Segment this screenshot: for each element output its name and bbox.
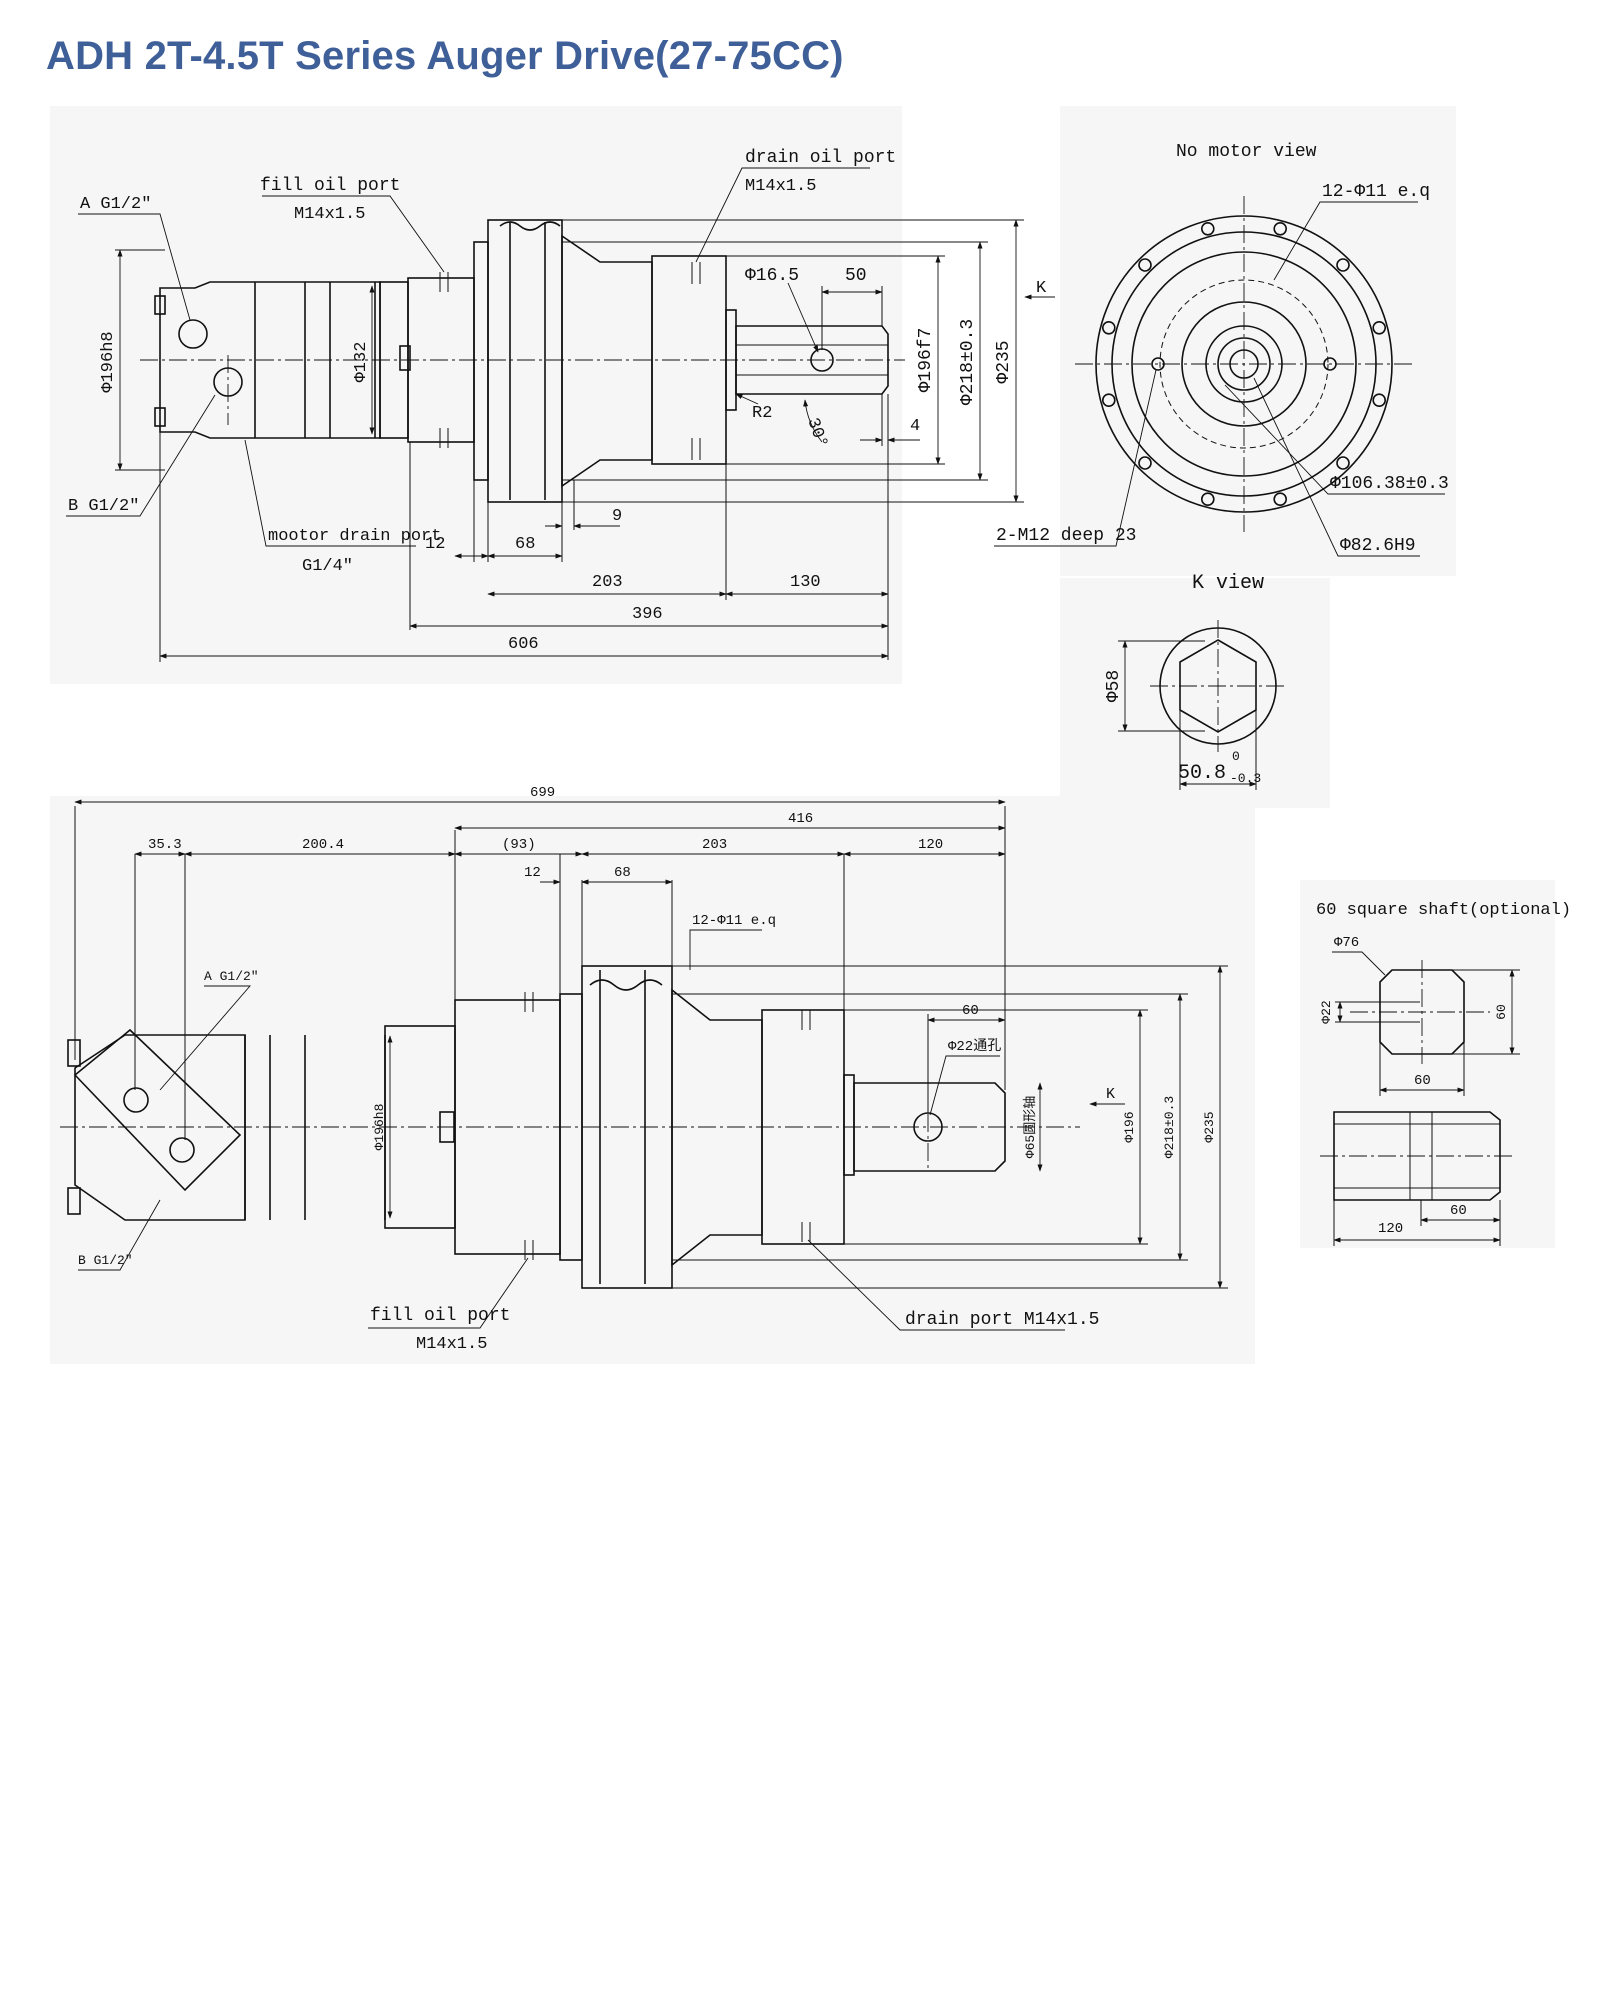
dim-d235: Φ235 <box>1202 1111 1217 1142</box>
dim-60-len: 60 <box>1450 1203 1467 1219</box>
no-motor-view: No motor view 12-Φ11 e.q Φ106.38±0.3 2-M… <box>994 106 1456 576</box>
k-view: K view Φ58 50.8 0 -0.3 <box>1060 572 1330 808</box>
dim-120: 120 <box>918 837 943 853</box>
label-d82: Φ82.6H9 <box>1340 536 1416 556</box>
label-motor-drain-port: mootor drain port <box>268 527 441 546</box>
dim-d196h8: Φ196h8 <box>372 1104 387 1151</box>
dim-416: 416 <box>788 811 813 827</box>
dim-120: 120 <box>1378 1221 1403 1237</box>
dim-12: 12 <box>425 535 445 554</box>
dim-d196h8: Φ196h8 <box>99 331 118 392</box>
label-m12: 2-M12 deep 23 <box>996 526 1136 546</box>
label-square-shaft: 60 square shaft(optional) <box>1316 901 1571 920</box>
dim-50: 50 <box>845 266 867 286</box>
bolt-hole <box>1372 393 1386 408</box>
label-port-a: A G1/2" <box>80 195 151 214</box>
label-port-a: A G1/2" <box>204 969 259 984</box>
main-flange <box>473 219 563 503</box>
dim-606: 606 <box>508 635 539 654</box>
bolt-holes <box>1102 222 1386 507</box>
top-view-background <box>50 106 902 684</box>
bolt-hole <box>1273 492 1287 507</box>
bolt-hole <box>1138 456 1152 470</box>
dim-d132: Φ132 <box>352 342 371 383</box>
bolt-hole <box>1372 320 1386 335</box>
dim-203: 203 <box>702 837 727 853</box>
dim-68: 68 <box>515 535 535 554</box>
dim-9: 9 <box>612 507 622 526</box>
label-fill-oil-port: fill oil port <box>260 176 400 196</box>
dim-4: 4 <box>910 417 920 436</box>
label-port-b: B G1/2" <box>68 497 139 516</box>
label-holes: 12-Φ11 e.q <box>692 913 776 929</box>
bolt-hole <box>1201 492 1215 507</box>
dim-d218: Φ218±0.3 <box>958 319 978 405</box>
tol-lower: -0.3 <box>1230 771 1261 786</box>
bolt-hole <box>1273 222 1287 236</box>
dim-200-4: 200.4 <box>302 837 344 853</box>
dim-d76: Φ76 <box>1334 935 1359 951</box>
dim-35-3: 35.3 <box>148 837 182 853</box>
bolt-hole <box>1102 320 1116 335</box>
dim-d16-5: Φ16.5 <box>745 266 799 286</box>
dim-d235: Φ235 <box>994 340 1014 383</box>
dim-396: 396 <box>632 605 663 624</box>
dim-d196: Φ196 <box>1122 1111 1137 1142</box>
label-port-b: B G1/2" <box>78 1253 133 1268</box>
square-shaft-view: 60 square shaft(optional) Φ76 Φ22 60 60 … <box>1300 880 1571 1248</box>
dim-93: (93) <box>502 837 536 853</box>
dim-699: 699 <box>530 785 555 801</box>
dim-50-8: 50.8 <box>1178 762 1226 785</box>
dim-d196f7: Φ196f7 <box>916 328 936 393</box>
dim-60-side: 60 <box>1494 1004 1509 1020</box>
bolt-hole <box>1336 258 1350 272</box>
label-holes: 12-Φ11 e.q <box>1322 182 1430 202</box>
bolt-hole <box>1138 258 1152 272</box>
dim-68: 68 <box>614 865 631 881</box>
dim-203: 203 <box>592 573 623 592</box>
label-k: K <box>1106 1086 1115 1103</box>
label-motor-drain-size: G1/4" <box>302 557 353 576</box>
label-drain-oil-port: drain oil port <box>745 148 896 168</box>
label-no-motor-view: No motor view <box>1176 142 1317 162</box>
label-drain-oil-port-size: M14x1.5 <box>745 177 816 196</box>
dim-130: 130 <box>790 573 821 592</box>
label-drain-port: drain port M14x1.5 <box>905 1310 1099 1330</box>
label-fill-oil-port: fill oil port <box>370 1306 510 1326</box>
dim-d65: Φ65圆形轴 <box>1023 1096 1038 1158</box>
label-k-view: K view <box>1192 572 1264 595</box>
dim-d22: Φ22 <box>1319 1000 1334 1023</box>
label-d106: Φ106.38±0.3 <box>1330 474 1449 494</box>
label-fill-oil-port-size: M14x1.5 <box>416 1335 487 1354</box>
bottom-side-view: 699 416 35.3 200.4 (93) 203 120 12 68 12… <box>50 785 1255 1364</box>
label-r2: R2 <box>752 404 772 423</box>
dim-d22: Φ22通孔 <box>948 1038 1001 1055</box>
dim-60-bottom: 60 <box>1414 1073 1431 1089</box>
bolt-hole <box>1102 393 1116 408</box>
top-side-view: Φ196h8 Φ132 Φ196f7 Φ218±0.3 Φ235 K Φ16.5… <box>50 106 1055 684</box>
dim-d218: Φ218±0.3 <box>1162 1096 1177 1158</box>
tol-upper: 0 <box>1232 749 1240 764</box>
motor-body <box>154 281 381 439</box>
dim-d58: Φ58 <box>1104 670 1124 702</box>
page-title: ADH 2T-4.5T Series Auger Drive(27-75CC) <box>46 34 844 78</box>
dim-12: 12 <box>524 865 541 881</box>
bolt-hole <box>1336 456 1350 470</box>
label-k: K <box>1036 279 1047 298</box>
dim-60: 60 <box>962 1003 979 1019</box>
label-fill-oil-port-size: M14x1.5 <box>294 205 365 224</box>
bolt-hole <box>1201 222 1215 236</box>
